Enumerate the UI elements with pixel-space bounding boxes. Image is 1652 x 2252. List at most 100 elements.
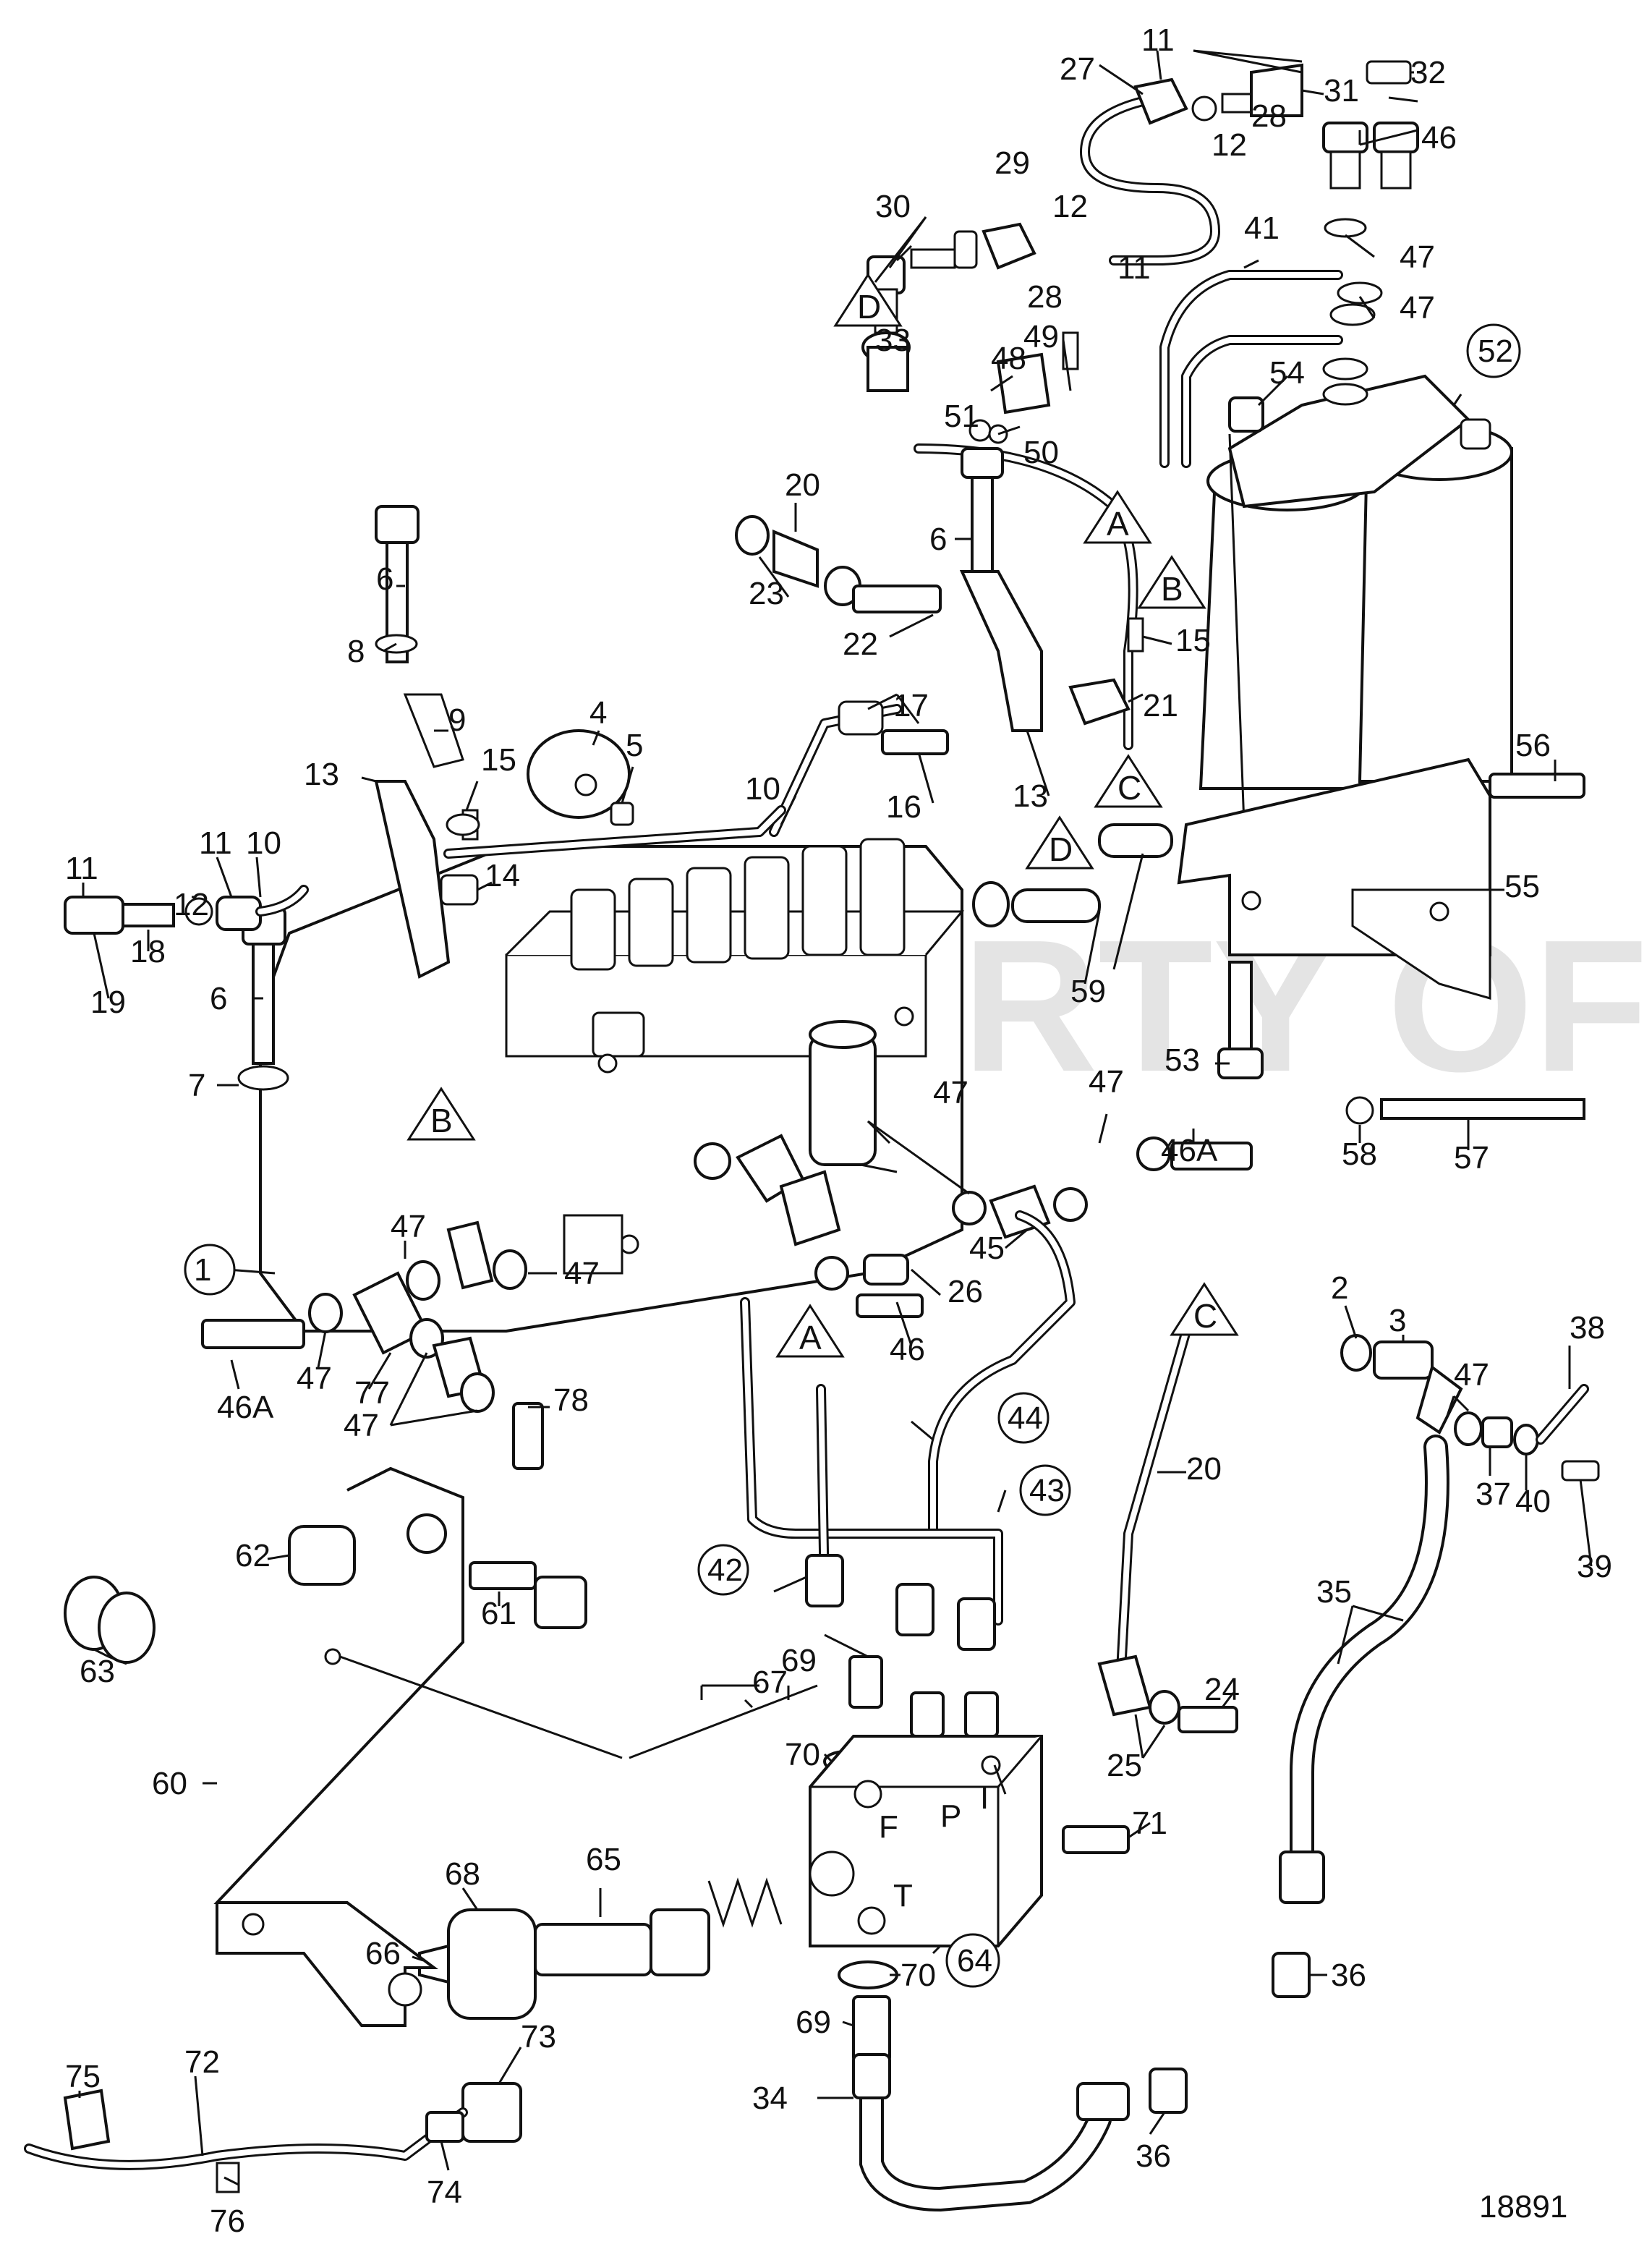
valve-block-port-top [853,1780,882,1809]
hose-35-end [1279,1851,1325,1904]
callout-28b: 28 [1027,279,1063,315]
callout-50: 50 [1023,435,1059,470]
callout-37: 37 [1476,1476,1511,1512]
stop-solenoid-top [809,1020,877,1049]
callout-75: 75 [65,2059,101,2094]
bolt-61 [469,1561,537,1590]
callout-12: 12 [1212,127,1247,163]
callout-46b: 46 [890,1332,925,1367]
callout-1: 1 [194,1252,211,1288]
callout-17: 17 [893,688,929,723]
reference-markers: D A B C D B A C [406,273,1239,1358]
washer-47-top-a [1324,218,1367,238]
nut-11-left [216,896,262,931]
callout-15: 15 [1175,623,1211,658]
left-bracket-group [64,505,480,1091]
callout-54: 54 [1269,355,1305,391]
banjo-bolt-46-top-b-shank [1380,150,1412,190]
bolt-24 [1178,1706,1238,1733]
screw-15-left-head [446,813,480,836]
solenoid-valve-group [418,1877,783,2143]
callout-45: 45 [969,1231,1005,1266]
callout-77: 77 [354,1375,390,1411]
callout-68: 68 [445,1856,480,1892]
ring-12-left [184,897,213,926]
ref-marker-C-right: C [1170,1282,1239,1336]
delivery-valve-6 [859,838,906,956]
delivery-valve-1 [570,888,616,971]
callout-35: 35 [1316,1574,1352,1610]
bracket-55-flange [1351,888,1491,1000]
callout-6b: 6 [376,561,393,597]
callout-47i: 47 [344,1408,379,1443]
port-label-f: F [879,1809,898,1845]
callout-6: 6 [929,522,947,557]
banjo-20 [772,530,819,588]
nut-42 [805,1554,844,1607]
pump-bolt-hole-1 [597,1053,618,1074]
circle-52 [1466,323,1521,378]
hose-34-end-b [1076,2082,1130,2121]
callout-63: 63 [80,1654,115,1689]
bracket-60-outline [213,1466,464,2027]
svg-text:C: C [1193,1297,1217,1335]
ref-marker-C-top: C [1094,754,1163,808]
bracket-55-hole-2 [1429,901,1449,922]
cover-disc [527,729,631,819]
bolt-61-head [534,1576,587,1629]
nut-43 [957,1597,996,1651]
callout-14: 14 [485,858,520,893]
bracket-60-boss [406,1513,447,1554]
nipple-block-a [910,1691,945,1738]
callout-71: 71 [1132,1806,1167,1841]
bracket-60-hole-2 [242,1913,265,1936]
callout-29: 29 [995,145,1030,181]
bracket-55-hole-1 [1241,891,1261,911]
nipple-36-right [1272,1952,1311,1998]
fuel-filter-assembly [1198,122,1513,825]
screw-28-top-center [910,248,956,269]
callout-18: 18 [130,934,166,969]
callout-70b: 70 [900,1958,936,1993]
callout-10: 10 [745,771,780,807]
callout-12c: 12 [174,887,209,922]
nut-11-top [1133,77,1188,125]
washer-40 [1513,1424,1539,1456]
ring-63-b [98,1592,156,1664]
washer-47-45-b [1053,1187,1088,1222]
circle-43 [1019,1464,1071,1516]
banjo-25 [1097,1654,1152,1717]
callout-3: 3 [1389,1303,1406,1338]
banjo-bolt-46-top-b [1373,122,1419,153]
circle-42 [697,1544,749,1596]
filter-head-plug [1460,418,1491,450]
callout-9: 9 [448,702,466,738]
delivery-valve-2 [628,878,674,967]
tee-18 [122,903,175,927]
bolt-78 [512,1402,544,1470]
circle-44 [997,1392,1049,1444]
callout-labels: 11 27 32 31 12 28 46 29 30 12 41 47 28 1… [65,22,1612,2239]
connector-73 [461,2082,522,2143]
bracket-60-hole-3 [388,1972,422,2007]
callout-69: 69 [781,1643,817,1678]
callout-7: 7 [188,1068,205,1103]
banjo-bolt-46-top-a-shank [1329,150,1361,190]
solenoid-body-65 [534,1923,652,1976]
bolt-71 [1062,1825,1130,1854]
bolt-6-mid-left [252,939,275,1065]
callout-15b: 15 [481,742,516,778]
fitting-37 [1481,1416,1513,1448]
callout-53: 53 [1165,1042,1200,1078]
spacer-59-b [1011,888,1101,923]
screw-76 [216,2162,240,2193]
washer-47-mid-a [694,1142,731,1180]
tee-31 [1250,63,1303,117]
callout-47: 47 [1400,239,1435,275]
callout-11d: 11 [65,851,98,886]
callout-55: 55 [1504,869,1540,904]
ring-12-top-center [953,230,978,269]
callout-33: 33 [875,323,911,358]
callout-38: 38 [1570,1310,1605,1346]
pipe-20-right [1116,1326,1191,1676]
